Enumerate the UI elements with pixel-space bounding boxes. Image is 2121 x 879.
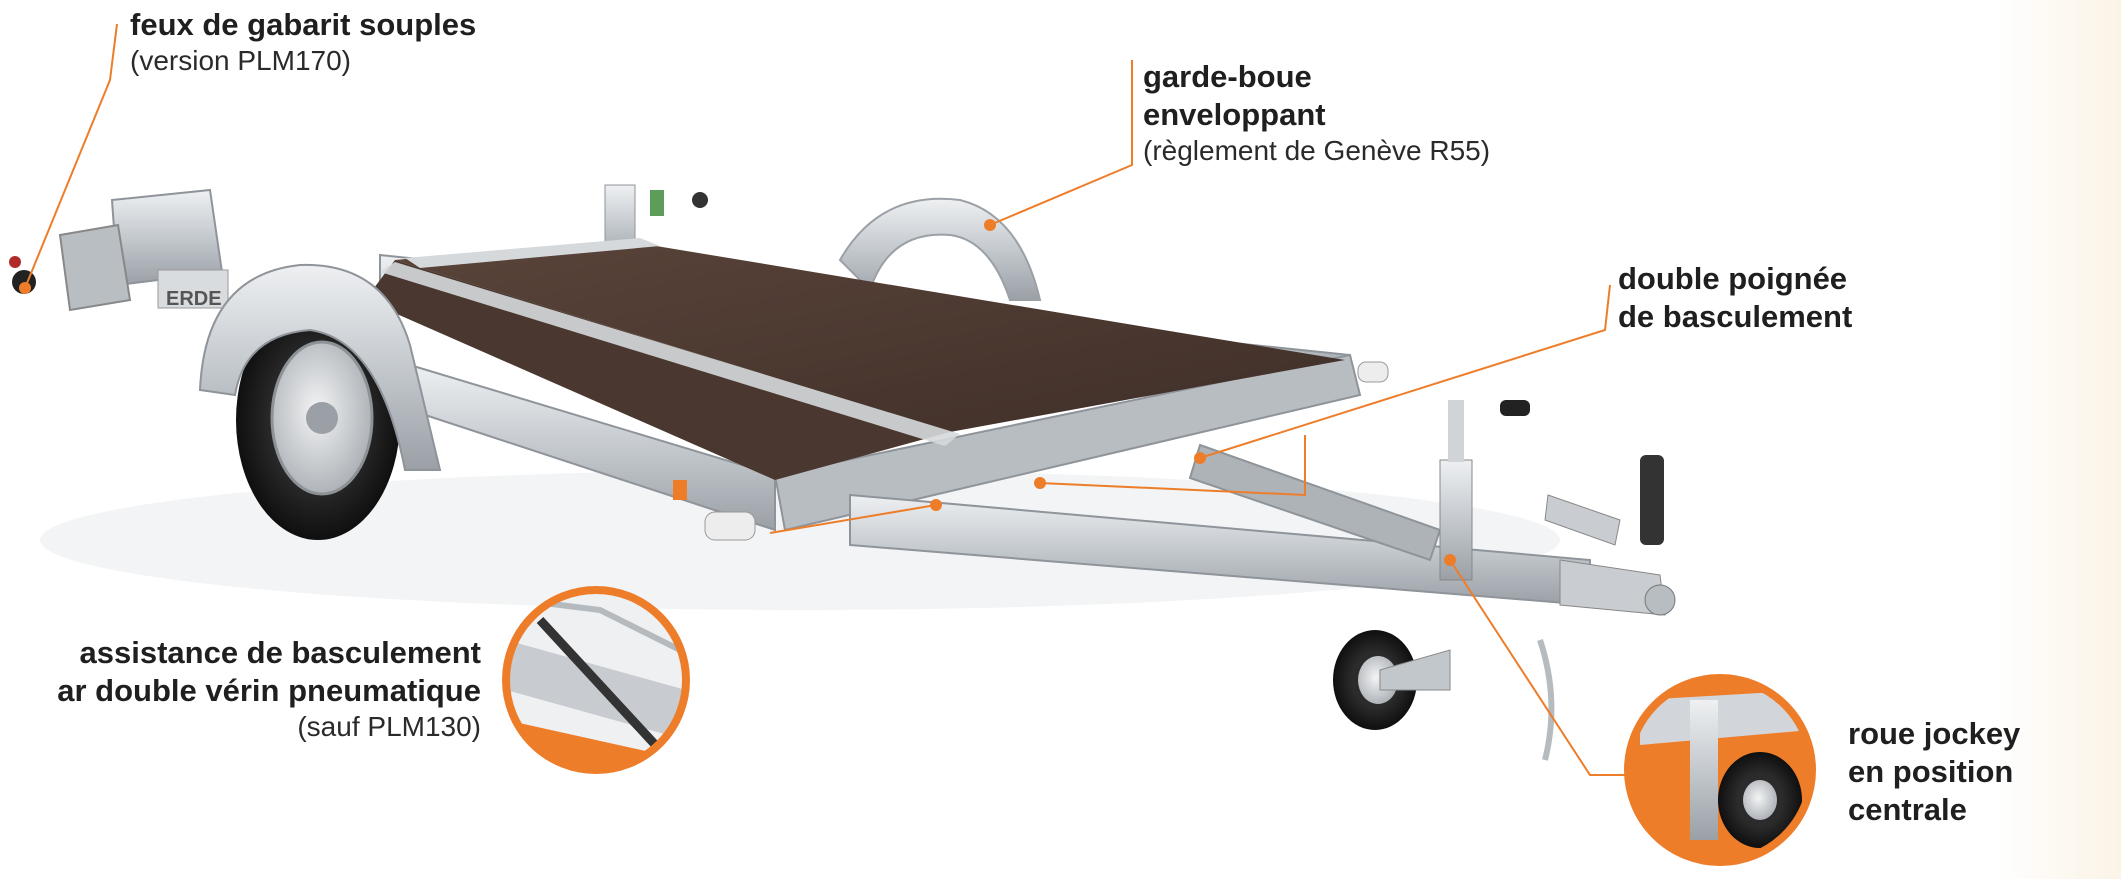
brand-plate-text: ERDE	[166, 288, 222, 310]
leader-dots	[19, 219, 1456, 566]
callout-jockey-line1: roue jockey	[1848, 716, 2021, 751]
inset-jockey	[1628, 678, 1812, 862]
callout-jockey-line3: centrale	[1848, 791, 1967, 827]
inset-assistance-ring	[502, 586, 690, 774]
ground-shadow	[40, 470, 1560, 610]
frame-lights	[673, 361, 1389, 541]
coupling	[1537, 455, 1664, 761]
callout-garde-boue: garde-boue enveloppant (règlement de Gen…	[1143, 58, 1490, 168]
callout-poignee-line1: double poignée	[1618, 261, 1848, 296]
callout-garde-note: (règlement de Genève R55)	[1143, 134, 1491, 166]
callout-garde-line2: enveloppant	[1143, 96, 1326, 132]
callout-feux-title: feux de gabarit souples	[130, 7, 477, 42]
callout-assist-note: (sauf PLM130)	[297, 710, 481, 742]
callout-feux-note: (version PLM170)	[130, 44, 351, 76]
callout-poignee-line2: de basculement	[1618, 298, 1853, 334]
main-wheel	[236, 300, 400, 540]
near-fender	[198, 263, 442, 471]
callout-assist-line2: ar double vérin pneumatique	[57, 672, 481, 708]
drawbar	[849, 443, 1676, 616]
callout-jockey: roue jockey en position centrale	[1848, 715, 2020, 828]
callout-assistance: assistance de basculement ar double véri…	[57, 634, 481, 744]
jockey-wheel	[1333, 400, 1530, 730]
inset-jockey-ring	[1624, 674, 1816, 866]
callout-assist-line1: assistance de basculement	[79, 635, 481, 670]
callout-jockey-line2: en position	[1848, 753, 2014, 789]
callout-poignee: double poignée de basculement	[1618, 260, 1852, 336]
brand-plate: ERDE	[166, 288, 222, 310]
deck	[365, 238, 1345, 480]
rear-light-bracket	[9, 188, 229, 312]
callout-garde-line1: garde-boue	[1143, 59, 1312, 94]
callout-feux: feux de gabarit souples (version PLM170)	[130, 6, 476, 78]
